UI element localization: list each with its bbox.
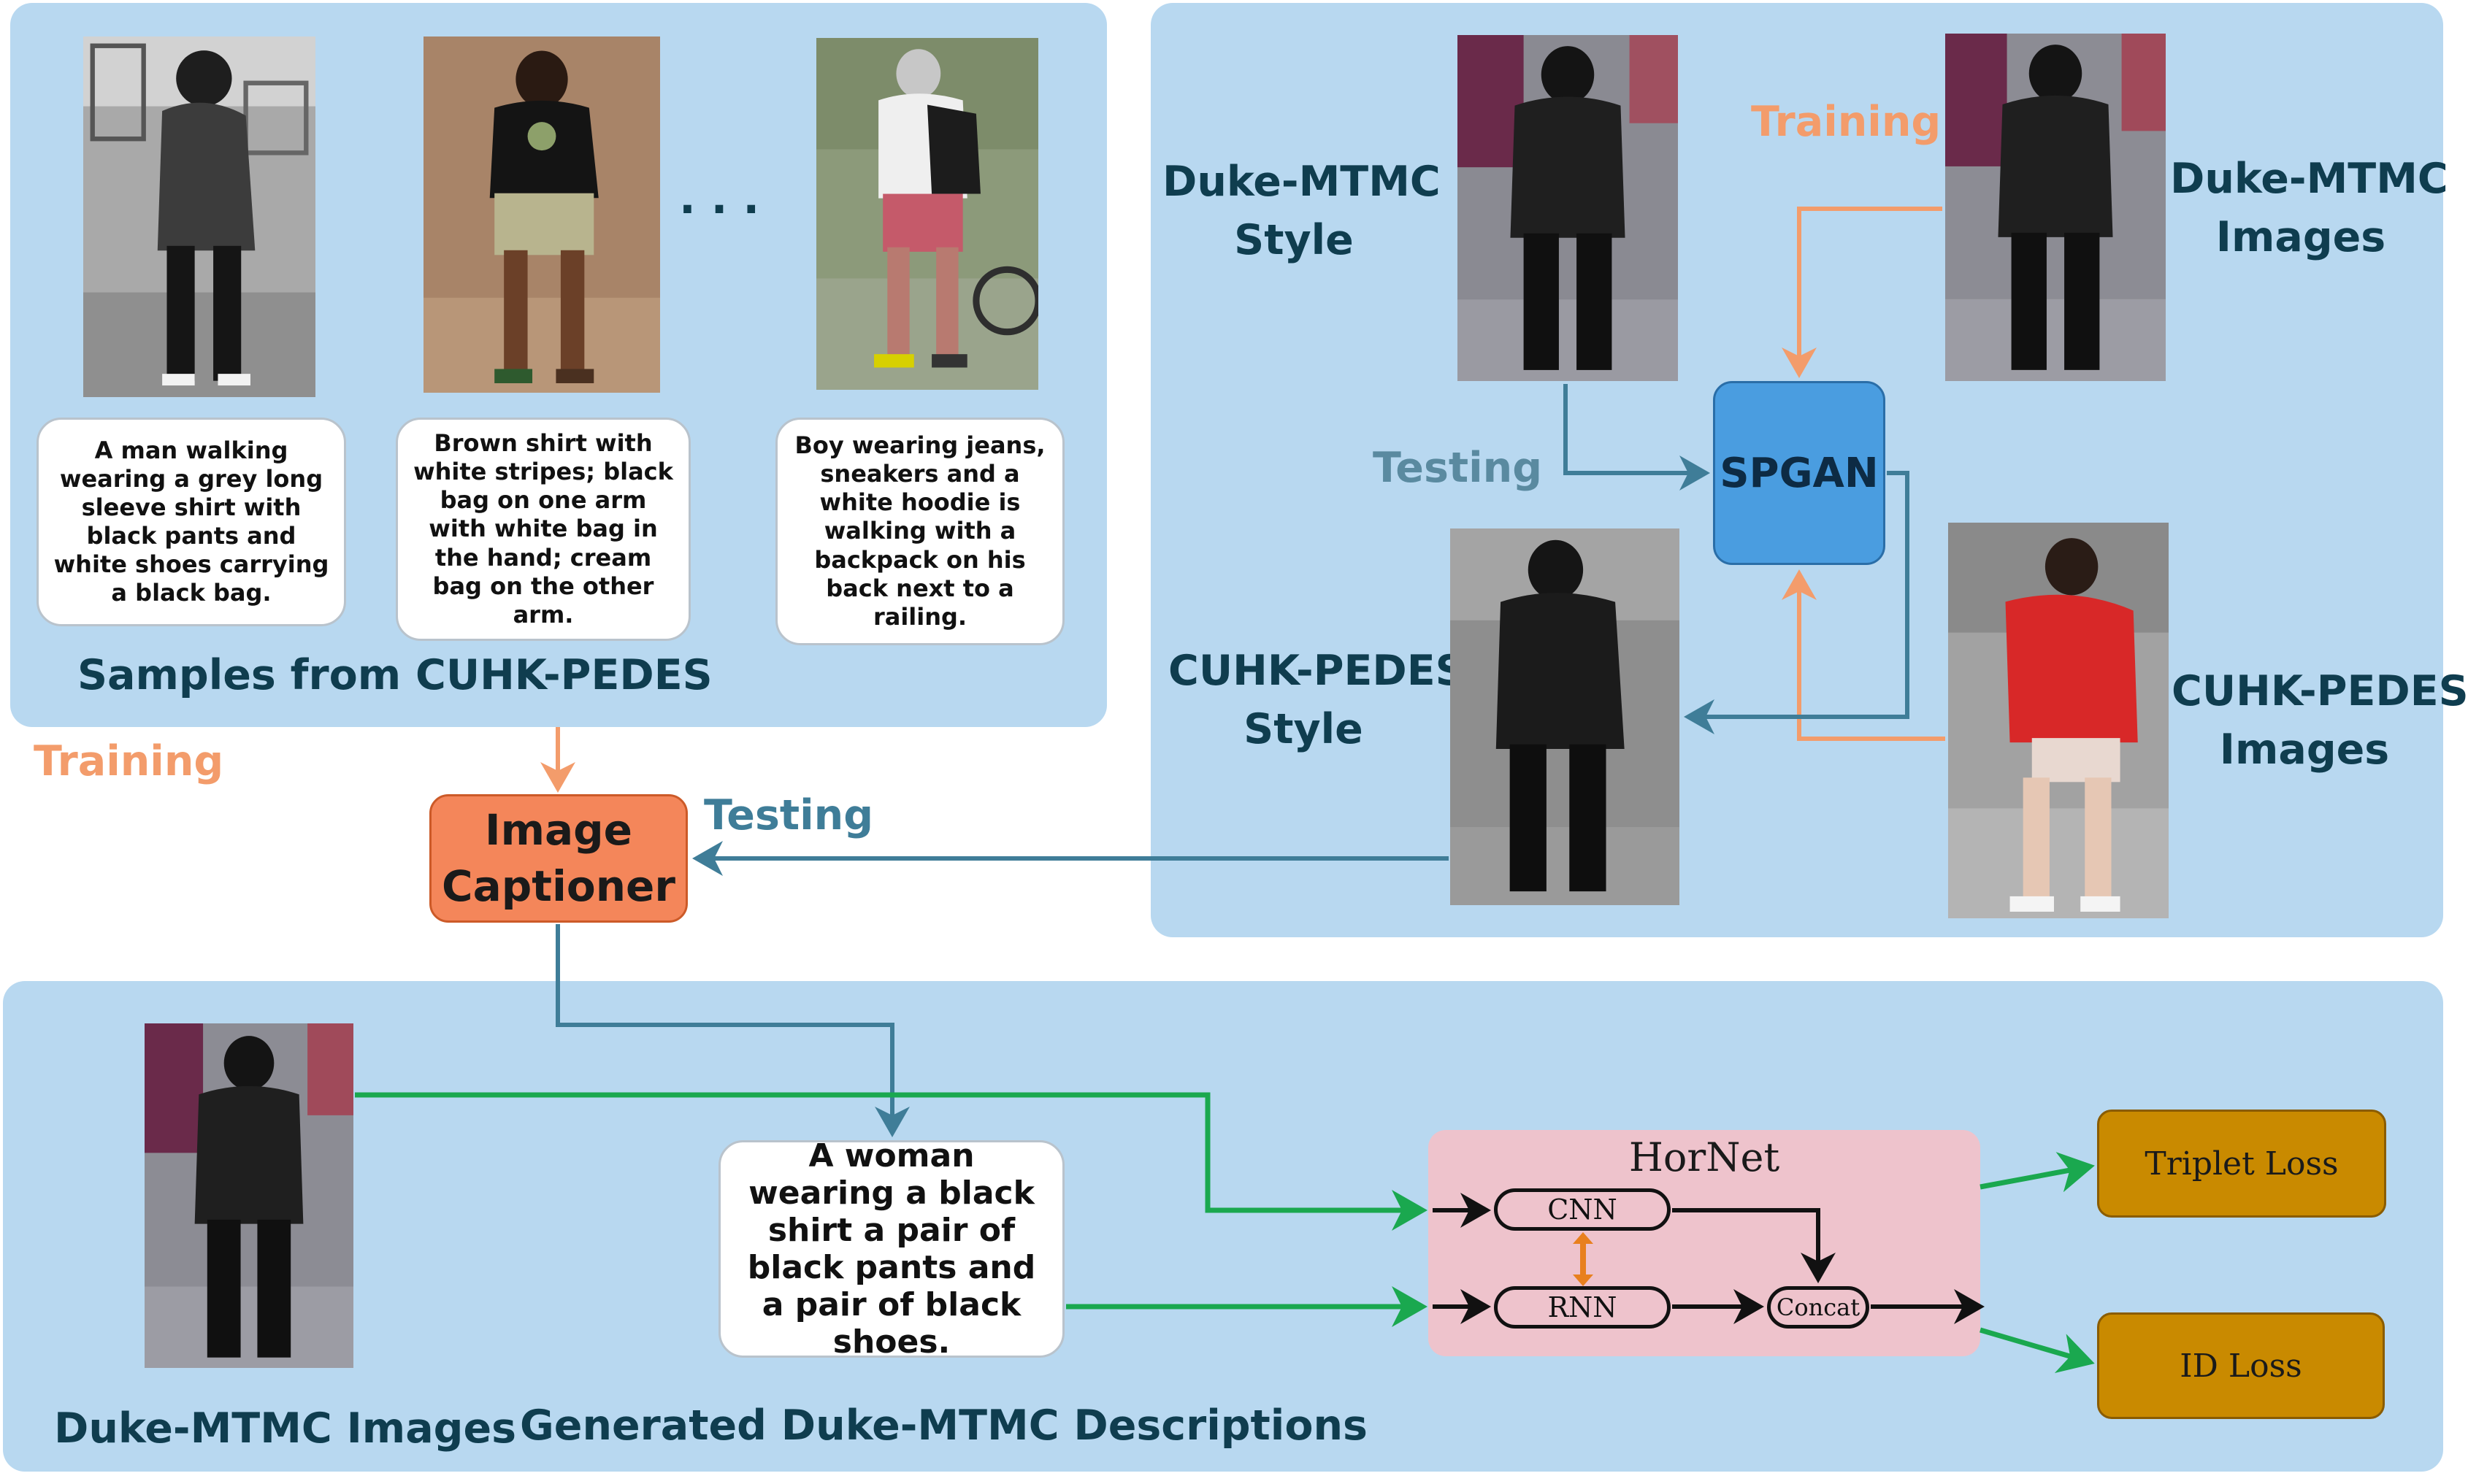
duke-images-line2: Images: [2215, 212, 2386, 261]
bottom-panel: [3, 981, 2443, 1472]
spgan-label: SPGAN: [1720, 449, 1879, 497]
cuhk-caption-3: Boy wearing jeans, sneakers and a white …: [775, 418, 1065, 645]
cuhk-caption-1-text: A man walking wearing a grey long sleeve…: [53, 436, 329, 607]
cnn-label: CNN: [1547, 1193, 1617, 1226]
cuhk-style-label: CUHK-PEDES Style: [1168, 642, 1465, 759]
cuhk-images-label: CUHK-PEDES Images: [2172, 663, 2468, 780]
rnn-node: RNN: [1494, 1286, 1671, 1329]
triplet-loss-box: Triplet Loss: [2097, 1110, 2386, 1218]
samples-title: Samples from CUHK-PEDES: [77, 651, 713, 699]
duke-style-label: Duke-MTMC Style: [1162, 153, 1441, 270]
hornet-title: HorNet: [1628, 1134, 1780, 1180]
cuhk-style-line2: Style: [1243, 704, 1363, 753]
duke-style-line2: Style: [1234, 215, 1354, 264]
generated-description-text: A woman wearing a black shirt a pair of …: [747, 1137, 1036, 1361]
duke-images-line1: Duke-MTMC: [2170, 155, 2448, 203]
cuhk-images-image: [1948, 523, 2169, 918]
id-loss-box: ID Loss: [2097, 1312, 2385, 1419]
duke-style-line1: Duke-MTMC: [1162, 158, 1441, 206]
concat-label: Concat: [1776, 1293, 1860, 1321]
captioner-testing-label: Testing: [704, 791, 874, 839]
image-captioner-box: Image Captioner: [429, 794, 688, 923]
cuhk-sample-image-3: [816, 38, 1038, 390]
cnn-node: CNN: [1494, 1188, 1671, 1231]
samples-ellipsis: . . .: [679, 173, 760, 224]
spgan-box: SPGAN: [1713, 381, 1885, 565]
cuhk-sample-image-1: [83, 36, 315, 397]
image-captioner-line1: Image: [484, 805, 632, 856]
cuhk-caption-2-text: Brown shirt with white stripes; black ba…: [413, 429, 673, 628]
image-captioner-line2: Captioner: [442, 861, 675, 911]
cuhk-sample-image-2: [424, 36, 660, 393]
rnn-label: RNN: [1547, 1291, 1617, 1323]
cuhk-images-line2: Images: [2219, 725, 2390, 774]
cuhk-caption-3-text: Boy wearing jeans, sneakers and a white …: [794, 431, 1046, 631]
cuhk-style-image: [1450, 528, 1679, 905]
id-loss-label: ID Loss: [2180, 1347, 2302, 1385]
cuhk-caption-1: A man walking wearing a grey long sleeve…: [37, 418, 346, 626]
duke-images-image: [1945, 34, 2166, 381]
duke-images-bottom-label: Duke-MTMC Images: [54, 1404, 517, 1453]
generated-descriptions-label: Generated Duke-MTMC Descriptions: [520, 1402, 1368, 1450]
cuhk-style-line1: CUHK-PEDES: [1168, 647, 1465, 695]
captioner-training-label: Training: [34, 737, 224, 785]
duke-bottom-image: [145, 1023, 353, 1368]
duke-images-label: Duke-MTMC Images: [2170, 150, 2448, 267]
spgan-training-label: Training: [1751, 98, 1942, 146]
generated-description-box: A woman wearing a black shirt a pair of …: [718, 1137, 1065, 1361]
cuhk-images-line1: CUHK-PEDES: [2172, 667, 2468, 715]
spgan-testing-label: Testing: [1373, 444, 1543, 492]
triplet-loss-label: Triplet Loss: [2145, 1145, 2339, 1183]
duke-style-image: [1457, 35, 1678, 381]
cuhk-caption-2: Brown shirt with white stripes; black ba…: [396, 418, 691, 641]
concat-node: Concat: [1767, 1286, 1869, 1329]
